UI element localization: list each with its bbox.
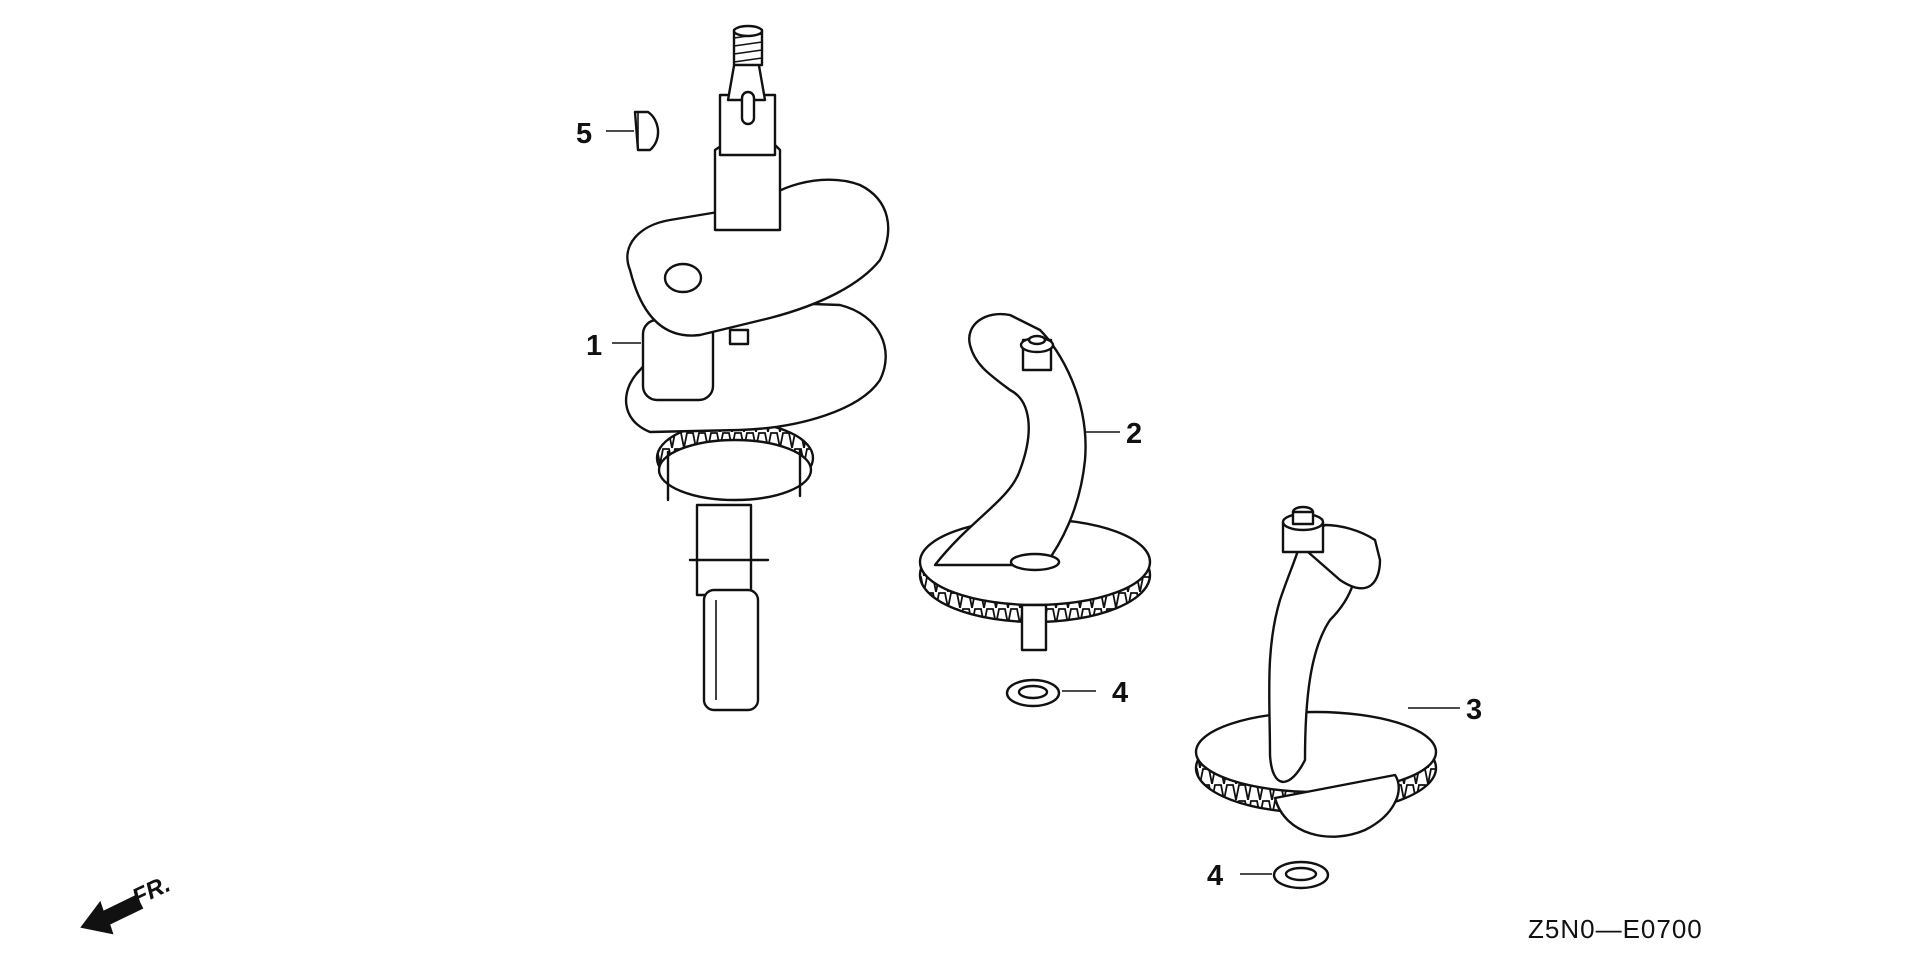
washer-part-upper: [1005, 678, 1061, 708]
front-direction-indicator: FR.: [80, 871, 175, 935]
diagram-code: Z5N0—E0700: [1528, 914, 1703, 944]
callout-5: 5: [576, 118, 592, 150]
callout-2: 2: [1126, 418, 1142, 450]
leader-lines: [606, 130, 1460, 875]
balancer-shaft-part: [918, 312, 1152, 652]
front-arrow-icon: [80, 894, 144, 935]
balancer-shaft-part-b: [1194, 505, 1438, 838]
callout-4-upper: 4: [1112, 677, 1128, 709]
callout-1: 1: [586, 330, 602, 362]
washer-part-lower: [1272, 860, 1330, 890]
woodruff-key-part: [633, 110, 660, 152]
callout-3: 3: [1466, 694, 1482, 726]
crankshaft-part: [625, 24, 890, 712]
callout-4-lower: 4: [1207, 860, 1223, 892]
